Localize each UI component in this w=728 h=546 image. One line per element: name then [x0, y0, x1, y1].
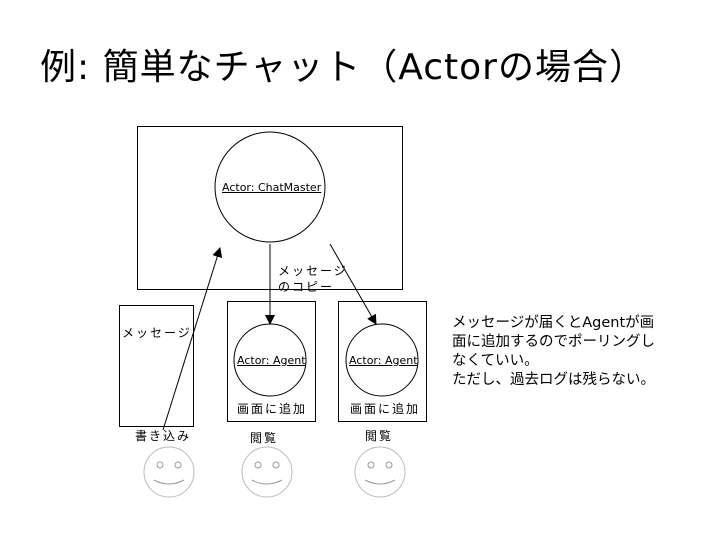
agent-box-2: [338, 301, 427, 422]
chatmaster-ellipse: [214, 131, 326, 243]
agent-label-1: Actor: Agent: [237, 354, 306, 367]
user-face-writer: [143, 446, 195, 498]
user-face-viewer-1: [241, 446, 293, 498]
message-box-label: メッセージ: [122, 326, 192, 340]
note-line-2: 面に追加するのでポーリングし: [452, 334, 655, 350]
chatmaster-label: Actor: ChatMaster: [222, 181, 322, 194]
agent-action-1: 画面に追加: [237, 402, 308, 416]
write-arrow: [162, 247, 223, 431]
copy-label-line-1: メッセージ: [278, 264, 348, 278]
user-action-view-1: 閲覧: [250, 431, 279, 445]
explanation-note: メッセージが届くとAgentが画 面に追加するのでポーリングし なくていい。 た…: [452, 314, 692, 390]
agent-label-2: Actor: Agent: [349, 354, 418, 367]
copy-label-line-2: のコピー: [278, 280, 335, 294]
note-line-4: ただし、過去ログは残らない。: [452, 372, 655, 388]
page-title: 例: 簡単なチャット（Actorの場合）: [40, 47, 646, 88]
agent-box-1: [227, 301, 316, 422]
copy-arrow-right: [329, 243, 377, 325]
message-box: [119, 305, 194, 427]
user-action-write: 書き込み: [135, 429, 192, 443]
note-line-3: なくていい。: [452, 353, 539, 369]
note-line-1: メッセージが届くとAgentが画: [452, 315, 655, 331]
agent-ellipse-2: [345, 323, 419, 397]
user-face-viewer-2: [354, 446, 406, 498]
agent-action-2: 画面に追加: [350, 402, 421, 416]
user-action-view-2: 閲覧: [365, 429, 394, 443]
